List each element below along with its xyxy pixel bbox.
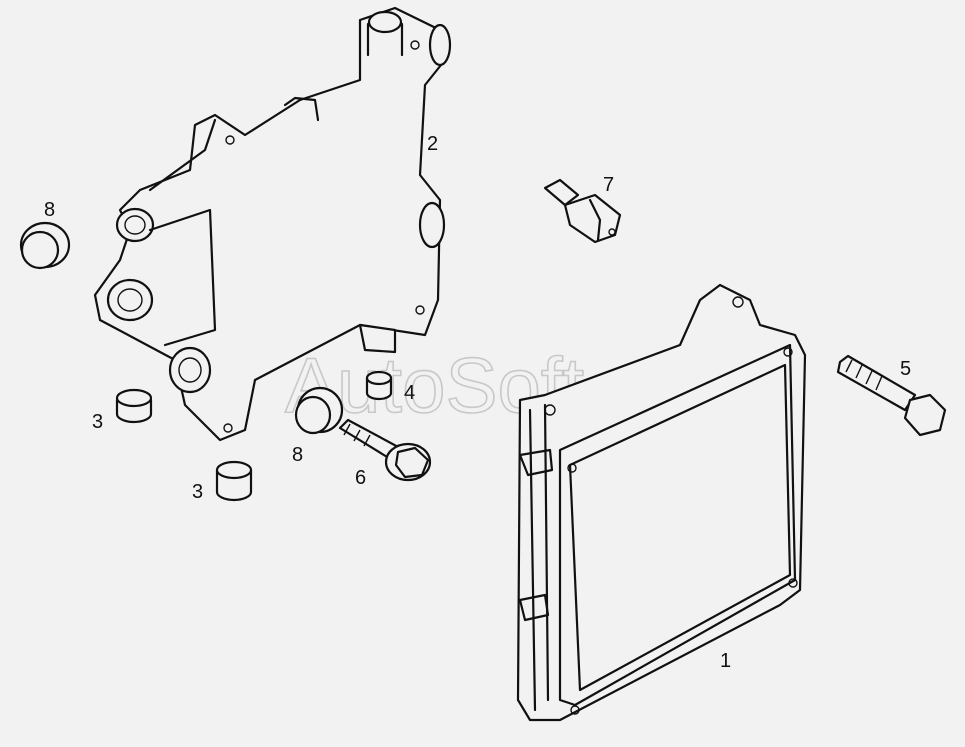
callout-8-left: 8	[44, 199, 55, 221]
part-8-grommet-center	[294, 386, 344, 435]
part-5-hex-bolt	[836, 354, 947, 437]
callout-4: 4	[404, 382, 415, 404]
callout-1: 1	[720, 650, 731, 672]
part-7-stud	[543, 178, 622, 244]
part-6-flange-bolt	[338, 418, 432, 482]
part-2-bracket	[93, 6, 452, 442]
part-3-sleeve-upper	[115, 388, 153, 424]
callout-2: 2	[427, 133, 438, 155]
part-1-control-unit	[516, 283, 807, 722]
callout-5: 5	[900, 358, 911, 380]
callout-7: 7	[603, 174, 614, 196]
part-8-grommet-left	[19, 221, 71, 270]
part-3-sleeve-lower	[215, 460, 253, 502]
part-4-sleeve	[365, 370, 393, 401]
callout-6: 6	[355, 467, 366, 489]
callout-3-upper: 3	[92, 411, 103, 433]
callout-8-center: 8	[292, 444, 303, 466]
callout-3-lower: 3	[192, 481, 203, 503]
